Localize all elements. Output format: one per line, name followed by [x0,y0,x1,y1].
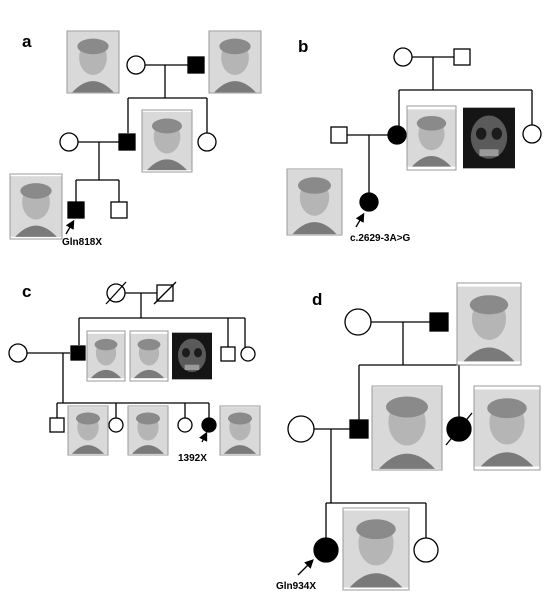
photo-portrait-icon [342,507,410,591]
individual-b-grandfather [453,48,471,66]
panel-label-d: d [312,290,322,309]
individual-b-grandmother [393,47,413,67]
photo-portrait-icon [67,405,109,456]
individual-d-proband-affected [313,537,339,563]
individual-a-brother [110,201,128,219]
photo-portrait-icon [129,330,169,382]
arrow-proband-icon [65,219,75,235]
mutation-label-a: Gln818X [62,237,102,248]
photo-portrait-icon [456,282,522,366]
individual-d-father-affected [349,419,369,439]
individual-d-grandmother [344,308,372,336]
individual-d-grandfather-affected [429,312,449,332]
individual-b-uncle-aunt [522,124,542,144]
panel-d: d Gln934X [276,282,541,592]
photo-xray-skull-icon [172,332,212,380]
individual-a-aunt [197,132,217,152]
individual-c-brother [49,417,65,433]
photo-portrait-icon [66,30,120,94]
individual-c-aunt [240,346,256,362]
individual-d-sibling [413,537,439,563]
photo-portrait-icon [86,330,126,382]
photo-portrait-icon [371,385,443,471]
panel-label-b: b [298,37,308,56]
individual-a-mother [59,132,79,152]
arrow-proband-icon [199,431,208,443]
individual-a-father-affected [118,133,136,151]
photo-portrait-icon [219,405,261,456]
panel-b: b c.2629-3A>G [286,37,542,244]
individual-a-proband-affected [67,201,85,219]
mutation-label-b: c.2629-3A>G [350,233,411,244]
individual-c-sister [108,417,124,433]
panel-label-a: a [22,32,32,51]
panel-c: c 1392X [8,281,261,464]
photo-portrait-icon [473,385,541,471]
individual-c-mother [8,343,28,363]
individual-a-grandmother [126,55,146,75]
photo-xray-skull-icon [463,107,515,169]
arrow-proband-icon [355,212,365,228]
photo-portrait-icon [127,405,169,456]
photo-portrait-icon [141,109,193,173]
mutation-label-c: 1392X [178,453,207,464]
individual-c-uncle [220,346,236,362]
arrow-proband-icon [297,559,314,576]
photo-portrait-icon [286,168,343,236]
individual-c-father-affected [70,345,86,361]
panel-a: a Gln818X [9,30,262,248]
individual-b-mother-affected [387,125,407,145]
individual-d-mother [287,415,315,443]
individual-c-proband-affected [201,417,217,433]
individual-b-father [330,126,348,144]
photo-portrait-icon [208,30,262,94]
individual-a-grandfather-affected [187,56,205,74]
photo-portrait-icon [9,173,63,240]
photo-portrait-icon [406,105,457,171]
individual-b-proband-affected [359,192,379,212]
individual-c-sister-2 [177,417,193,433]
panel-label-c: c [22,282,31,301]
mutation-label-d: Gln934X [276,581,316,592]
